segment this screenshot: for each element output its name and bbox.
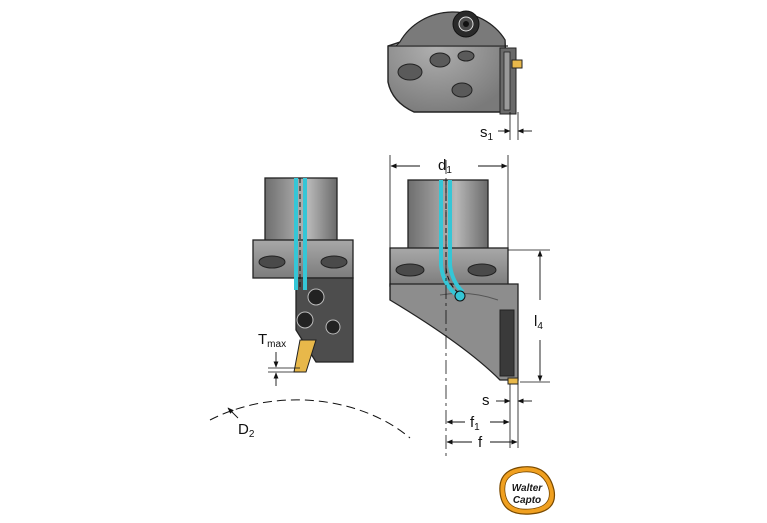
- tool-head: [389, 283, 519, 381]
- dim-label-d1-sub: 1: [446, 165, 452, 176]
- insert-blade: [293, 339, 317, 373]
- dim-label-f1: f1: [470, 414, 480, 433]
- dim-label-d1-main: d: [438, 157, 446, 174]
- dim-label-tmax-sub: max: [267, 339, 286, 350]
- insert-tip: [507, 377, 519, 385]
- logo-line-1: Walter: [512, 483, 543, 494]
- dim-label-f: f: [478, 434, 483, 451]
- right-view: d1 l4 s f1 f: [389, 155, 550, 460]
- dim-label-d2: D2: [238, 421, 255, 440]
- dim-label-l4-main: l: [534, 313, 537, 330]
- screw-icon: [452, 10, 480, 38]
- walter-capto-logo: Walter Capto: [499, 466, 556, 515]
- capto-shank: [264, 177, 338, 243]
- dim-label-s: s: [482, 392, 490, 409]
- hole-icon: [397, 63, 423, 81]
- screw-icon: [325, 319, 341, 335]
- dim-label-tmax: Tmax: [258, 331, 286, 350]
- workpiece-arc: [209, 399, 411, 439]
- dim-label-f1-sub: 1: [474, 422, 480, 433]
- hole-icon: [457, 50, 475, 62]
- screw-icon: [296, 311, 314, 329]
- screw-icon: [307, 288, 325, 306]
- dim-label-l4: l4: [534, 313, 543, 332]
- dim-label-l4-sub: 4: [537, 321, 543, 332]
- dim-label-d1: d1: [438, 157, 452, 176]
- dim-label-s1-sub: 1: [488, 132, 494, 143]
- insert-tip: [511, 59, 523, 69]
- dim-label-tmax-main: T: [258, 331, 267, 348]
- clamp-plate: [499, 309, 515, 377]
- dim-label-f1-main: f: [470, 414, 475, 431]
- dim-label-s1-main: s: [480, 124, 488, 141]
- left-view: Tmax D2: [209, 177, 411, 440]
- dim-label-d2-sub: 2: [249, 429, 255, 440]
- dim-label-s1: s1: [480, 124, 494, 143]
- logo-line-2: Capto: [513, 495, 541, 506]
- dim-label-d2-main: D: [238, 421, 249, 438]
- hole-icon: [451, 82, 473, 98]
- hole-icon: [429, 52, 451, 68]
- top-view: s1: [387, 10, 532, 143]
